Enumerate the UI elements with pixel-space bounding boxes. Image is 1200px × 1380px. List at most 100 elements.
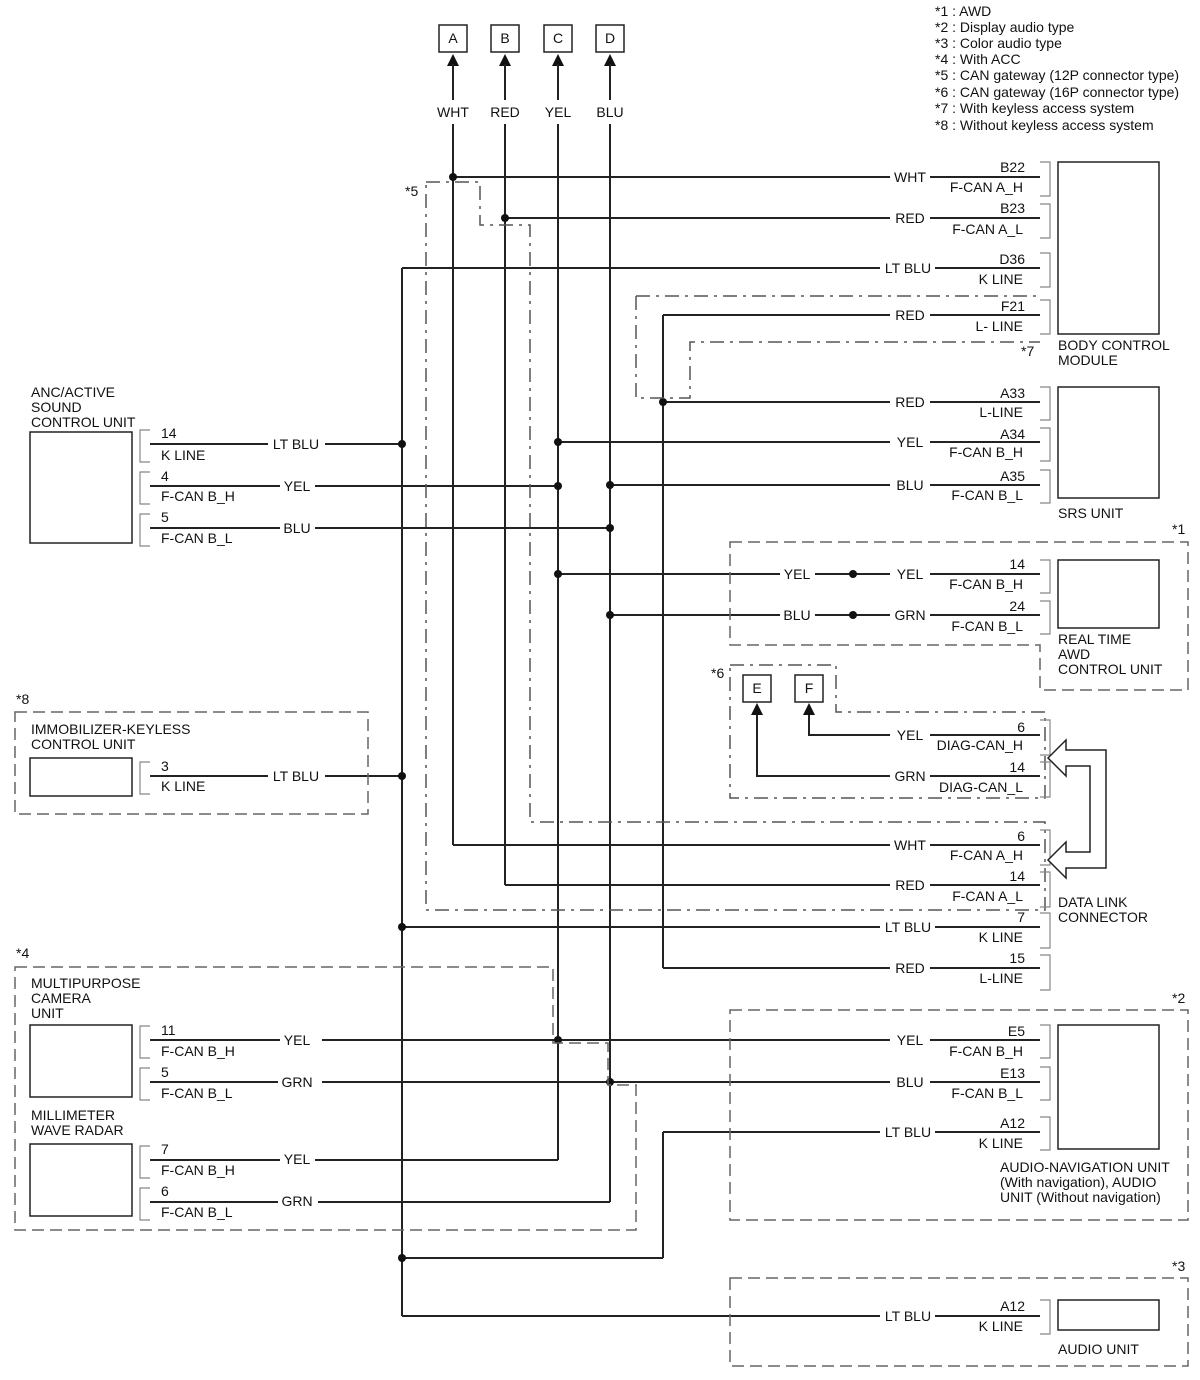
wire-color: BLU	[283, 520, 310, 536]
mark-2: *2	[1172, 990, 1185, 1006]
pin-signal: F-CAN B_L	[951, 1085, 1023, 1101]
camera-label-1: MULTIPURPOSE	[31, 975, 140, 991]
note-1: *1 : AWD	[935, 3, 991, 19]
pin-signal: F-CAN B_H	[161, 488, 235, 504]
terminal-c-wire-color: YEL	[545, 104, 572, 120]
pin-signal: DIAG-CAN_L	[939, 779, 1023, 795]
pin-number: 4	[161, 468, 169, 484]
mark-4: *4	[16, 945, 29, 961]
pin-signal: K LINE	[979, 1135, 1023, 1151]
pin-signal: F-CAN A_H	[950, 179, 1023, 195]
pin-signal: DIAG-CAN_H	[937, 737, 1023, 753]
wire-color: RED	[895, 394, 925, 410]
wire-color: YEL	[284, 1032, 311, 1048]
acc-option-outline	[14, 966, 637, 1231]
terminal-group-ef: E F	[742, 674, 824, 715]
pin-signal: F-CAN A_H	[950, 847, 1023, 863]
terminal-e-label: E	[752, 680, 761, 696]
arrow-up-icon	[751, 703, 763, 715]
bcm-box	[1057, 161, 1160, 335]
pin-number: A33	[1000, 385, 1025, 401]
immobilizer-option-outline	[14, 711, 369, 815]
pin-number: 6	[1017, 719, 1025, 735]
mark-8: *8	[16, 691, 29, 707]
left-components: ANC/ACTIVE SOUND CONTROL UNIT IMMOBILIZE…	[29, 384, 190, 1221]
wire-color: YEL	[784, 566, 811, 582]
srs-box	[1057, 386, 1160, 499]
option-outlines	[14, 181, 1189, 1367]
camera-box	[29, 1024, 133, 1098]
mark-5: *5	[405, 183, 418, 199]
dlc-connector-icon	[1046, 738, 1107, 880]
pin-number: 14	[1009, 868, 1025, 884]
right-components: BODY CONTROL MODULE SRS UNIT REAL TIME A…	[1000, 161, 1170, 1357]
wire-color: GRN	[281, 1193, 312, 1209]
arrow-up-icon	[803, 703, 815, 715]
horizontal-wires	[322, 176, 1040, 1317]
pin-signal: K LINE	[161, 447, 205, 463]
pin-number: 3	[161, 758, 169, 774]
left-wires	[150, 443, 610, 1203]
arrow-up-icon	[604, 54, 616, 66]
dlc-label-2: CONNECTOR	[1058, 909, 1148, 925]
anc-box	[29, 431, 133, 544]
pin-number: A12	[1000, 1298, 1025, 1314]
pin-number: 14	[161, 425, 177, 441]
pin-signal: L-LINE	[979, 970, 1023, 986]
terminal-b-box	[490, 24, 520, 53]
wire-color: LT BLU	[273, 768, 319, 784]
pin-number: 6	[161, 1183, 169, 1199]
wire-color: GRN	[281, 1074, 312, 1090]
terminal-a-box	[438, 24, 468, 53]
wire-color: YEL	[897, 434, 924, 450]
pin-number: 24	[1009, 598, 1025, 614]
pin-signal: F-CAN B_H	[949, 1043, 1023, 1059]
audio-label: AUDIO UNIT	[1058, 1341, 1139, 1357]
mark-3: *3	[1172, 1258, 1185, 1274]
pin-number: A12	[1000, 1115, 1025, 1131]
awd-label-2: AWD	[1058, 646, 1090, 662]
terminal-f-label: F	[805, 680, 814, 696]
wire-color: RED	[895, 877, 925, 893]
wire-color: YEL	[284, 478, 311, 494]
pin-number: 7	[161, 1141, 169, 1157]
wire-color: YEL	[897, 566, 924, 582]
wire-color: WHT	[894, 837, 926, 853]
pin-signal: F-CAN B_H	[161, 1162, 235, 1178]
note-5: *5 : CAN gateway (12P connector type)	[935, 67, 1179, 83]
pin-signal: F-CAN A_L	[952, 888, 1023, 904]
pin-number: 5	[161, 1064, 169, 1080]
wire-color: LT BLU	[885, 260, 931, 276]
pin-number: B22	[1000, 159, 1025, 175]
srs-label: SRS UNIT	[1058, 505, 1124, 521]
pin-number: 14	[1009, 556, 1025, 572]
mark-1: *1	[1172, 521, 1185, 537]
terminal-a-label: A	[448, 30, 458, 46]
terminal-d-label: D	[605, 30, 615, 46]
mark-7: *7	[1021, 343, 1034, 359]
display-audio-outline	[729, 1009, 1189, 1221]
terminal-d-box	[595, 24, 625, 53]
right-pin-labels: B22 F-CAN A_H WHT B23 F-CAN A_L RED D36 …	[783, 159, 1025, 1334]
wire-color: WHT	[894, 169, 926, 185]
pin-signal: L- LINE	[976, 318, 1023, 334]
arrow-up-icon	[499, 54, 511, 66]
pin-signal: F-CAN B_L	[161, 1204, 233, 1220]
terminal-b-wire-color: RED	[490, 104, 520, 120]
keyless-outline	[635, 295, 1040, 399]
radar-box	[29, 1143, 133, 1217]
pin-number: F21	[1001, 298, 1025, 314]
awd-label-3: CONTROL UNIT	[1058, 661, 1163, 677]
pin-number: 14	[1009, 759, 1025, 775]
awd-box	[1057, 559, 1160, 629]
mark-6: *6	[711, 665, 724, 681]
bcm-label-1: BODY CONTROL	[1058, 337, 1170, 353]
pin-number: 11	[161, 1022, 176, 1038]
pin-signal: K LINE	[979, 929, 1023, 945]
pin-number: E5	[1008, 1023, 1025, 1039]
pin-number: 15	[1009, 950, 1025, 966]
pin-signal: F-CAN B_L	[161, 1085, 233, 1101]
audionav-label-2: (With navigation), AUDIO	[1000, 1174, 1156, 1190]
wire-color: GRN	[894, 768, 925, 784]
